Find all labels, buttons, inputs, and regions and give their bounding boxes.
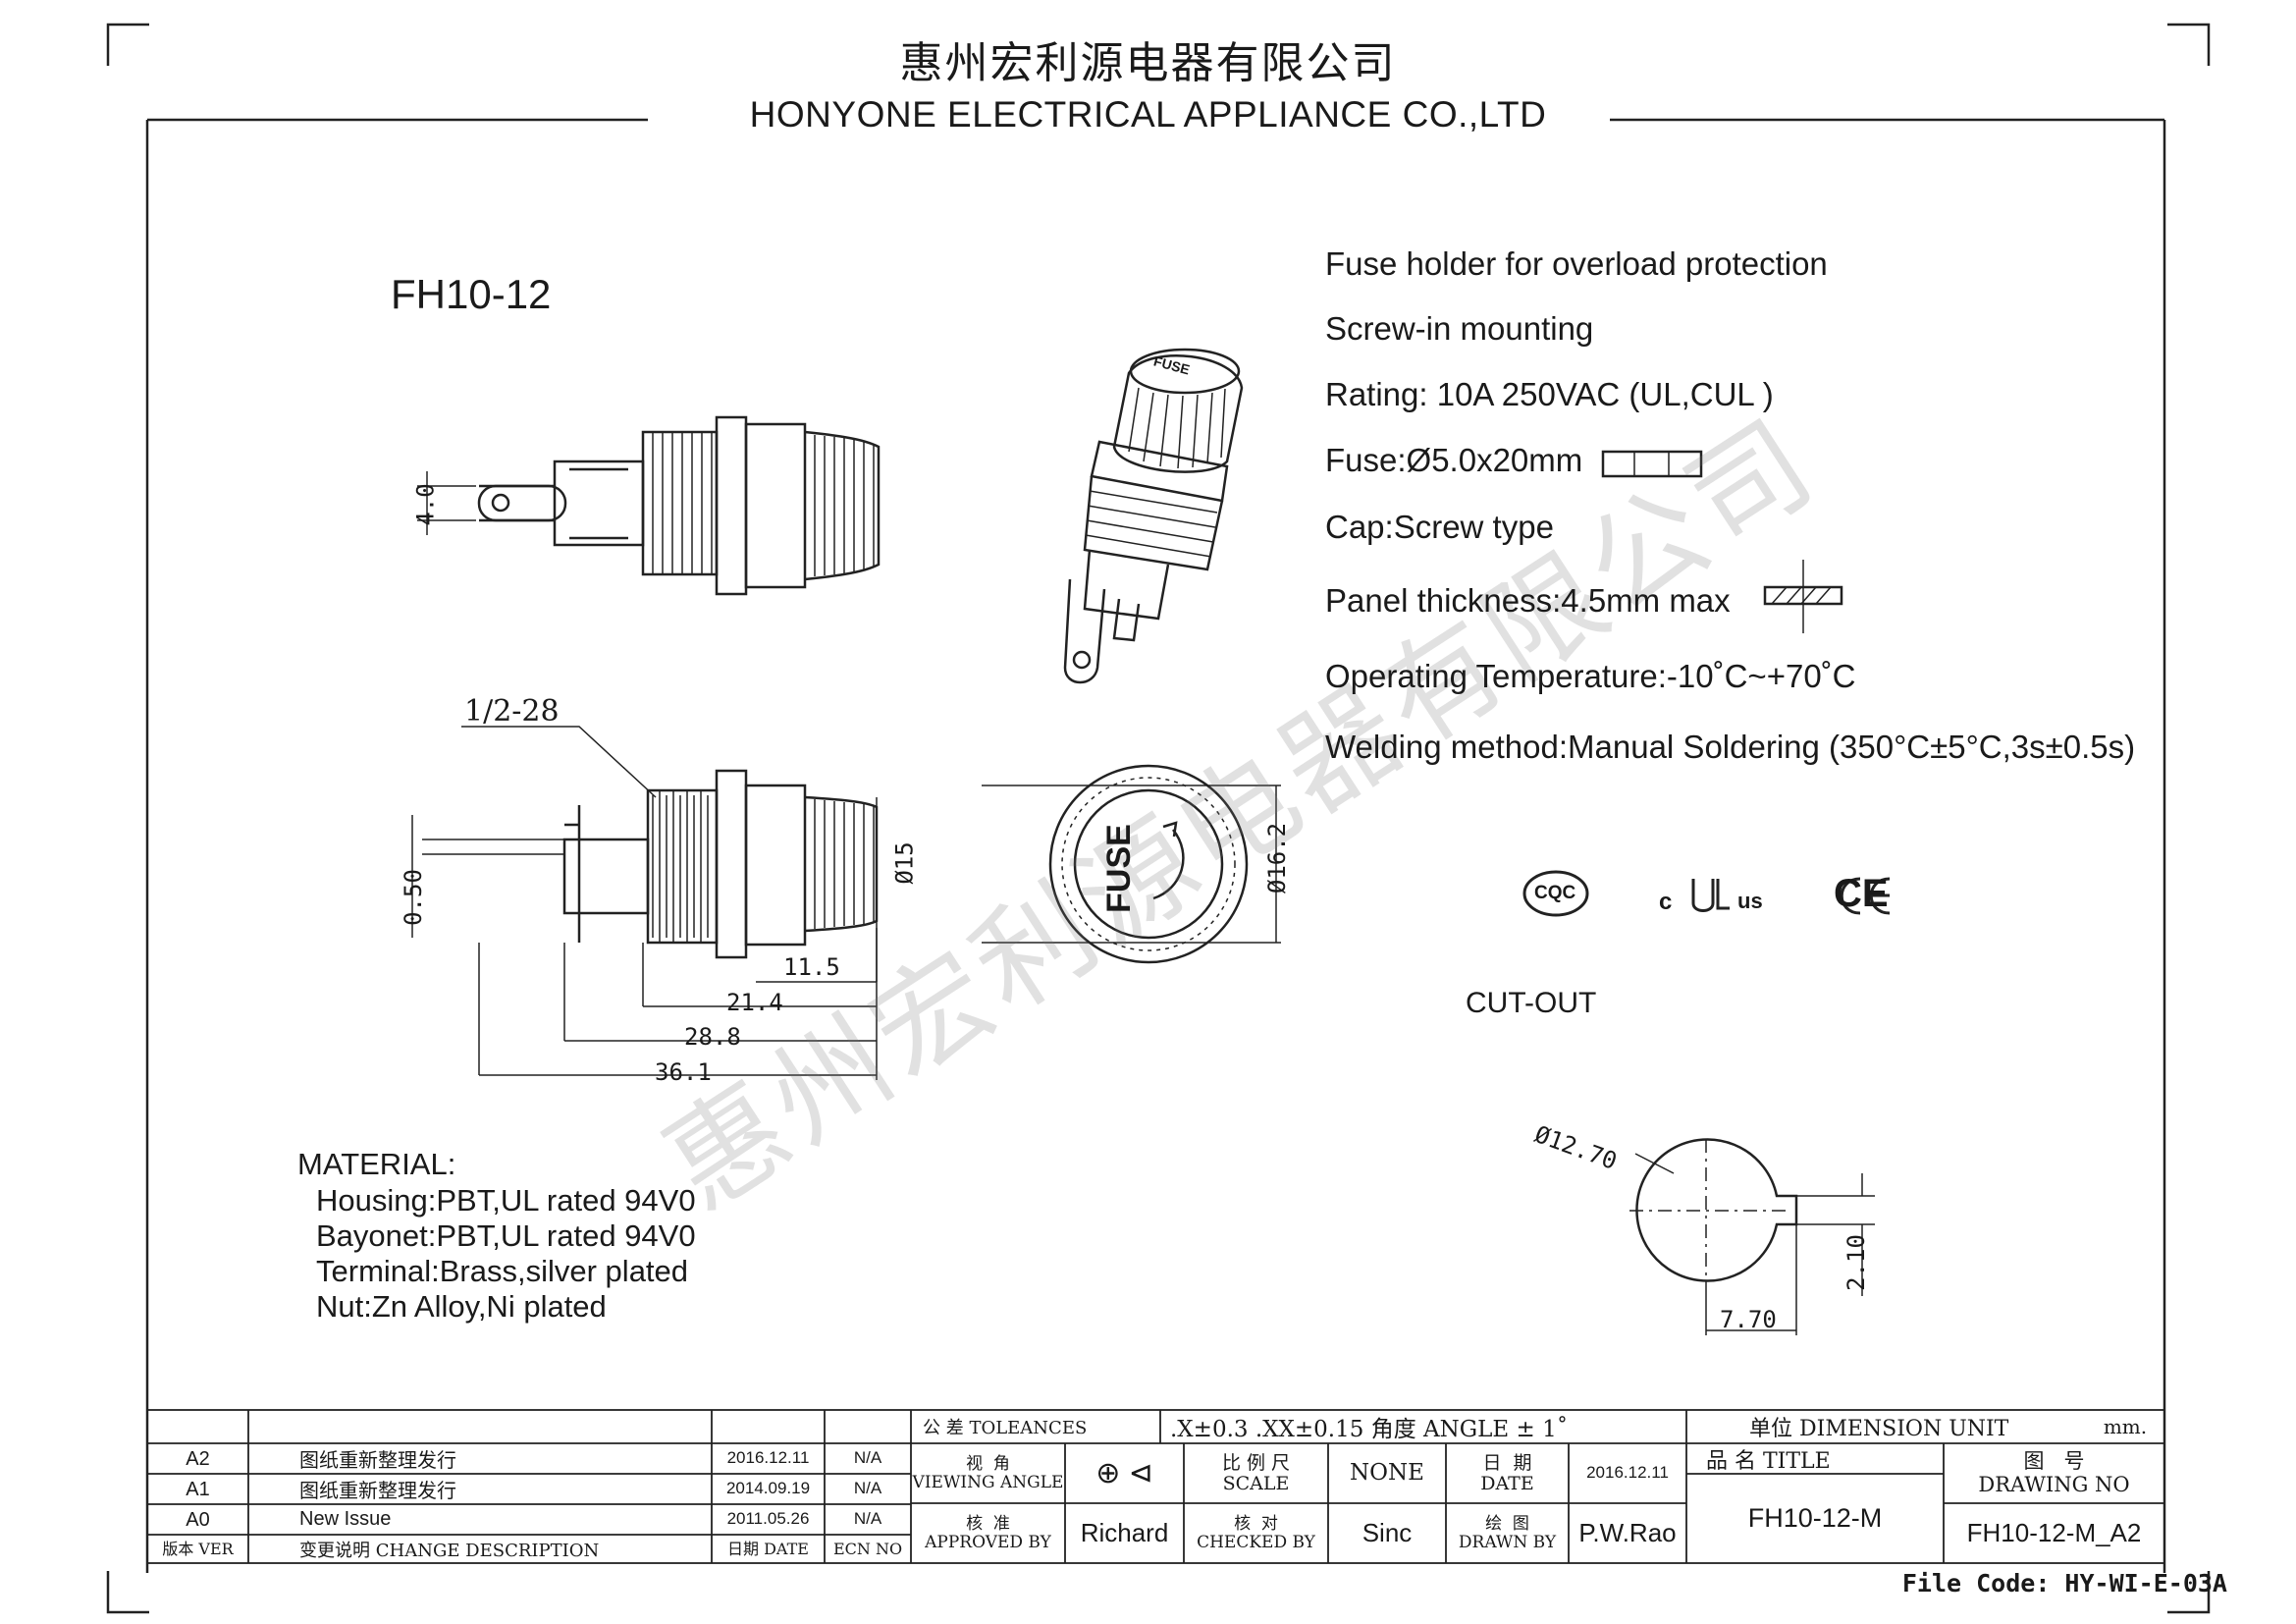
title-value: FH10-12-M <box>1747 1502 1883 1533</box>
dim-cap-diameter: Ø16.2 <box>1263 822 1292 894</box>
dim-cap-length: 11.5 <box>783 953 840 981</box>
spec-line: Fuse holder for overload protection <box>1325 245 1828 282</box>
unit-label: 单位 DIMENSION UNIT <box>1749 1417 2009 1441</box>
dim-body-length: 21.4 <box>726 989 783 1016</box>
rev-date: 2014.09.19 <box>725 1479 811 1498</box>
panel-thickness-icon <box>1763 560 1843 633</box>
cutout-label: CUT-OUT <box>1466 987 1597 1019</box>
header-ver: 版本 VER <box>162 1539 234 1558</box>
cqc-icon <box>1522 870 1589 917</box>
rev-desc: 图纸重新整理发行 <box>299 1481 456 1502</box>
fuse-icon <box>1601 450 1703 478</box>
rev-ver: A1 <box>186 1478 210 1500</box>
cutout-drawing <box>1629 1138 1875 1335</box>
rev-ecn: N/A <box>853 1509 882 1529</box>
scale-value: NONE <box>1350 1459 1424 1486</box>
cqc-label: CQC <box>1534 883 1576 903</box>
corner-mark <box>106 1571 149 1614</box>
approved-value: Richard <box>1080 1518 1169 1548</box>
rev-ecn: N/A <box>853 1448 882 1468</box>
drawing-no-value: FH10-12-M_A2 <box>1966 1518 2142 1548</box>
rev-ver: A0 <box>186 1508 210 1531</box>
date-label: 日 期 DATE <box>1480 1451 1534 1494</box>
dim-body-diameter: Ø15 <box>890 841 919 885</box>
cutout-key: 2.10 <box>1842 1234 1870 1291</box>
side-view-drawing <box>411 726 879 959</box>
tolerances-label: 公 差 TOLEANCES <box>923 1418 1088 1438</box>
spec-line: Operating Temperature:-10˚C~+70˚C <box>1325 658 1856 694</box>
date-value: 2016.12.11 <box>1586 1463 1669 1483</box>
rev-date: 2011.05.26 <box>726 1509 810 1529</box>
drawn-value: P.W.Rao <box>1578 1518 1677 1548</box>
spec-line: Panel thickness:4.5mm max <box>1325 582 1731 619</box>
material-item: Terminal:Brass,silver plated <box>316 1254 689 1288</box>
viewing-angle-label: 视 角 VIEWING ANGLE <box>912 1453 1064 1492</box>
drawn-label: 绘 图 DRAWN BY <box>1458 1513 1557 1552</box>
ce-icon <box>1840 877 1891 915</box>
drawing-no-label: 图 号 DRAWING NO <box>1978 1449 2130 1496</box>
corner-mark <box>2167 1571 2211 1614</box>
header-desc: 变更说明 CHANGE DESCRIPTION <box>299 1540 600 1561</box>
rev-ecn: N/A <box>853 1479 882 1498</box>
dim-thread-length: 28.8 <box>684 1023 741 1051</box>
drawing-frame <box>145 118 2166 1573</box>
header-date: 日期 DATE <box>727 1539 809 1558</box>
projection-symbol-icon: ⊕ ⊲ <box>1095 1457 1153 1489</box>
iso-view-drawing <box>1063 348 1244 684</box>
company-name-en: HONYONE ELECTRICAL APPLIANCE CO.,LTD <box>749 94 1547 135</box>
scale-label: 比 例 尺 SCALE <box>1221 1451 1291 1494</box>
dimension-lines <box>478 785 1281 1080</box>
dim-total-length: 36.1 <box>655 1058 712 1086</box>
approved-label: 核 准 APPROVED BY <box>925 1513 1051 1552</box>
cap-fuse-text: FUSE <box>1099 824 1138 913</box>
material-item: Bayonet:PBT,UL rated 94V0 <box>316 1218 696 1253</box>
dim-terminal-width: 4.0 <box>411 483 440 526</box>
ul-c-label: c <box>1659 889 1673 915</box>
dim-offset: 0.50 <box>399 869 427 926</box>
material-item: Housing:PBT,UL rated 94V0 <box>316 1183 696 1218</box>
spec-line: Rating: 10A 250VAC (UL,CUL ) <box>1325 376 1774 412</box>
top-view-drawing <box>417 415 881 596</box>
checked-label: 核 对 CHECKED BY <box>1197 1513 1315 1552</box>
rev-desc: 图纸重新整理发行 <box>299 1450 456 1472</box>
corner-mark <box>106 23 149 66</box>
checked-value: Sinc <box>1362 1518 1413 1548</box>
title-label: 品 名 TITLE <box>1706 1448 1831 1474</box>
ce-label: CE <box>1834 872 1889 915</box>
rev-date: 2016.12.11 <box>726 1448 810 1468</box>
spec-line: Cap:Screw type <box>1325 509 1554 545</box>
corner-mark <box>2167 23 2211 66</box>
material-title: MATERIAL: <box>297 1147 456 1181</box>
file-code: File Code: HY-WI-E-03A <box>1901 1569 2227 1597</box>
material-item: Nut:Zn Alloy,Ni plated <box>316 1289 607 1324</box>
ul-us-label: us <box>1737 889 1763 913</box>
cutout-flat: 7.70 <box>1720 1306 1777 1333</box>
model-number: FH10-12 <box>391 271 552 317</box>
title-block-grid <box>146 1409 2165 1564</box>
spec-line: Welding method:Manual Soldering (350°C±5… <box>1325 729 2136 765</box>
dim-thread: 1/2-28 <box>464 694 560 729</box>
tolerances-value: .X±0.3 .XX±0.15 角度 ANGLE ± 1˚ <box>1170 1417 1569 1442</box>
cap-front-drawing <box>1048 764 1249 964</box>
rev-ver: A2 <box>186 1447 210 1470</box>
rev-desc: New Issue <box>299 1508 392 1530</box>
unit-value: mm. <box>2103 1415 2148 1438</box>
company-name-cn: 惠州宏利源电器有限公司 <box>899 38 1397 88</box>
spec-line: Screw-in mounting <box>1325 310 1594 347</box>
header-ecn: ECN NO <box>832 1539 903 1558</box>
spec-line: Fuse:Ø5.0x20mm <box>1325 442 1583 478</box>
ul-icon <box>1691 879 1730 912</box>
